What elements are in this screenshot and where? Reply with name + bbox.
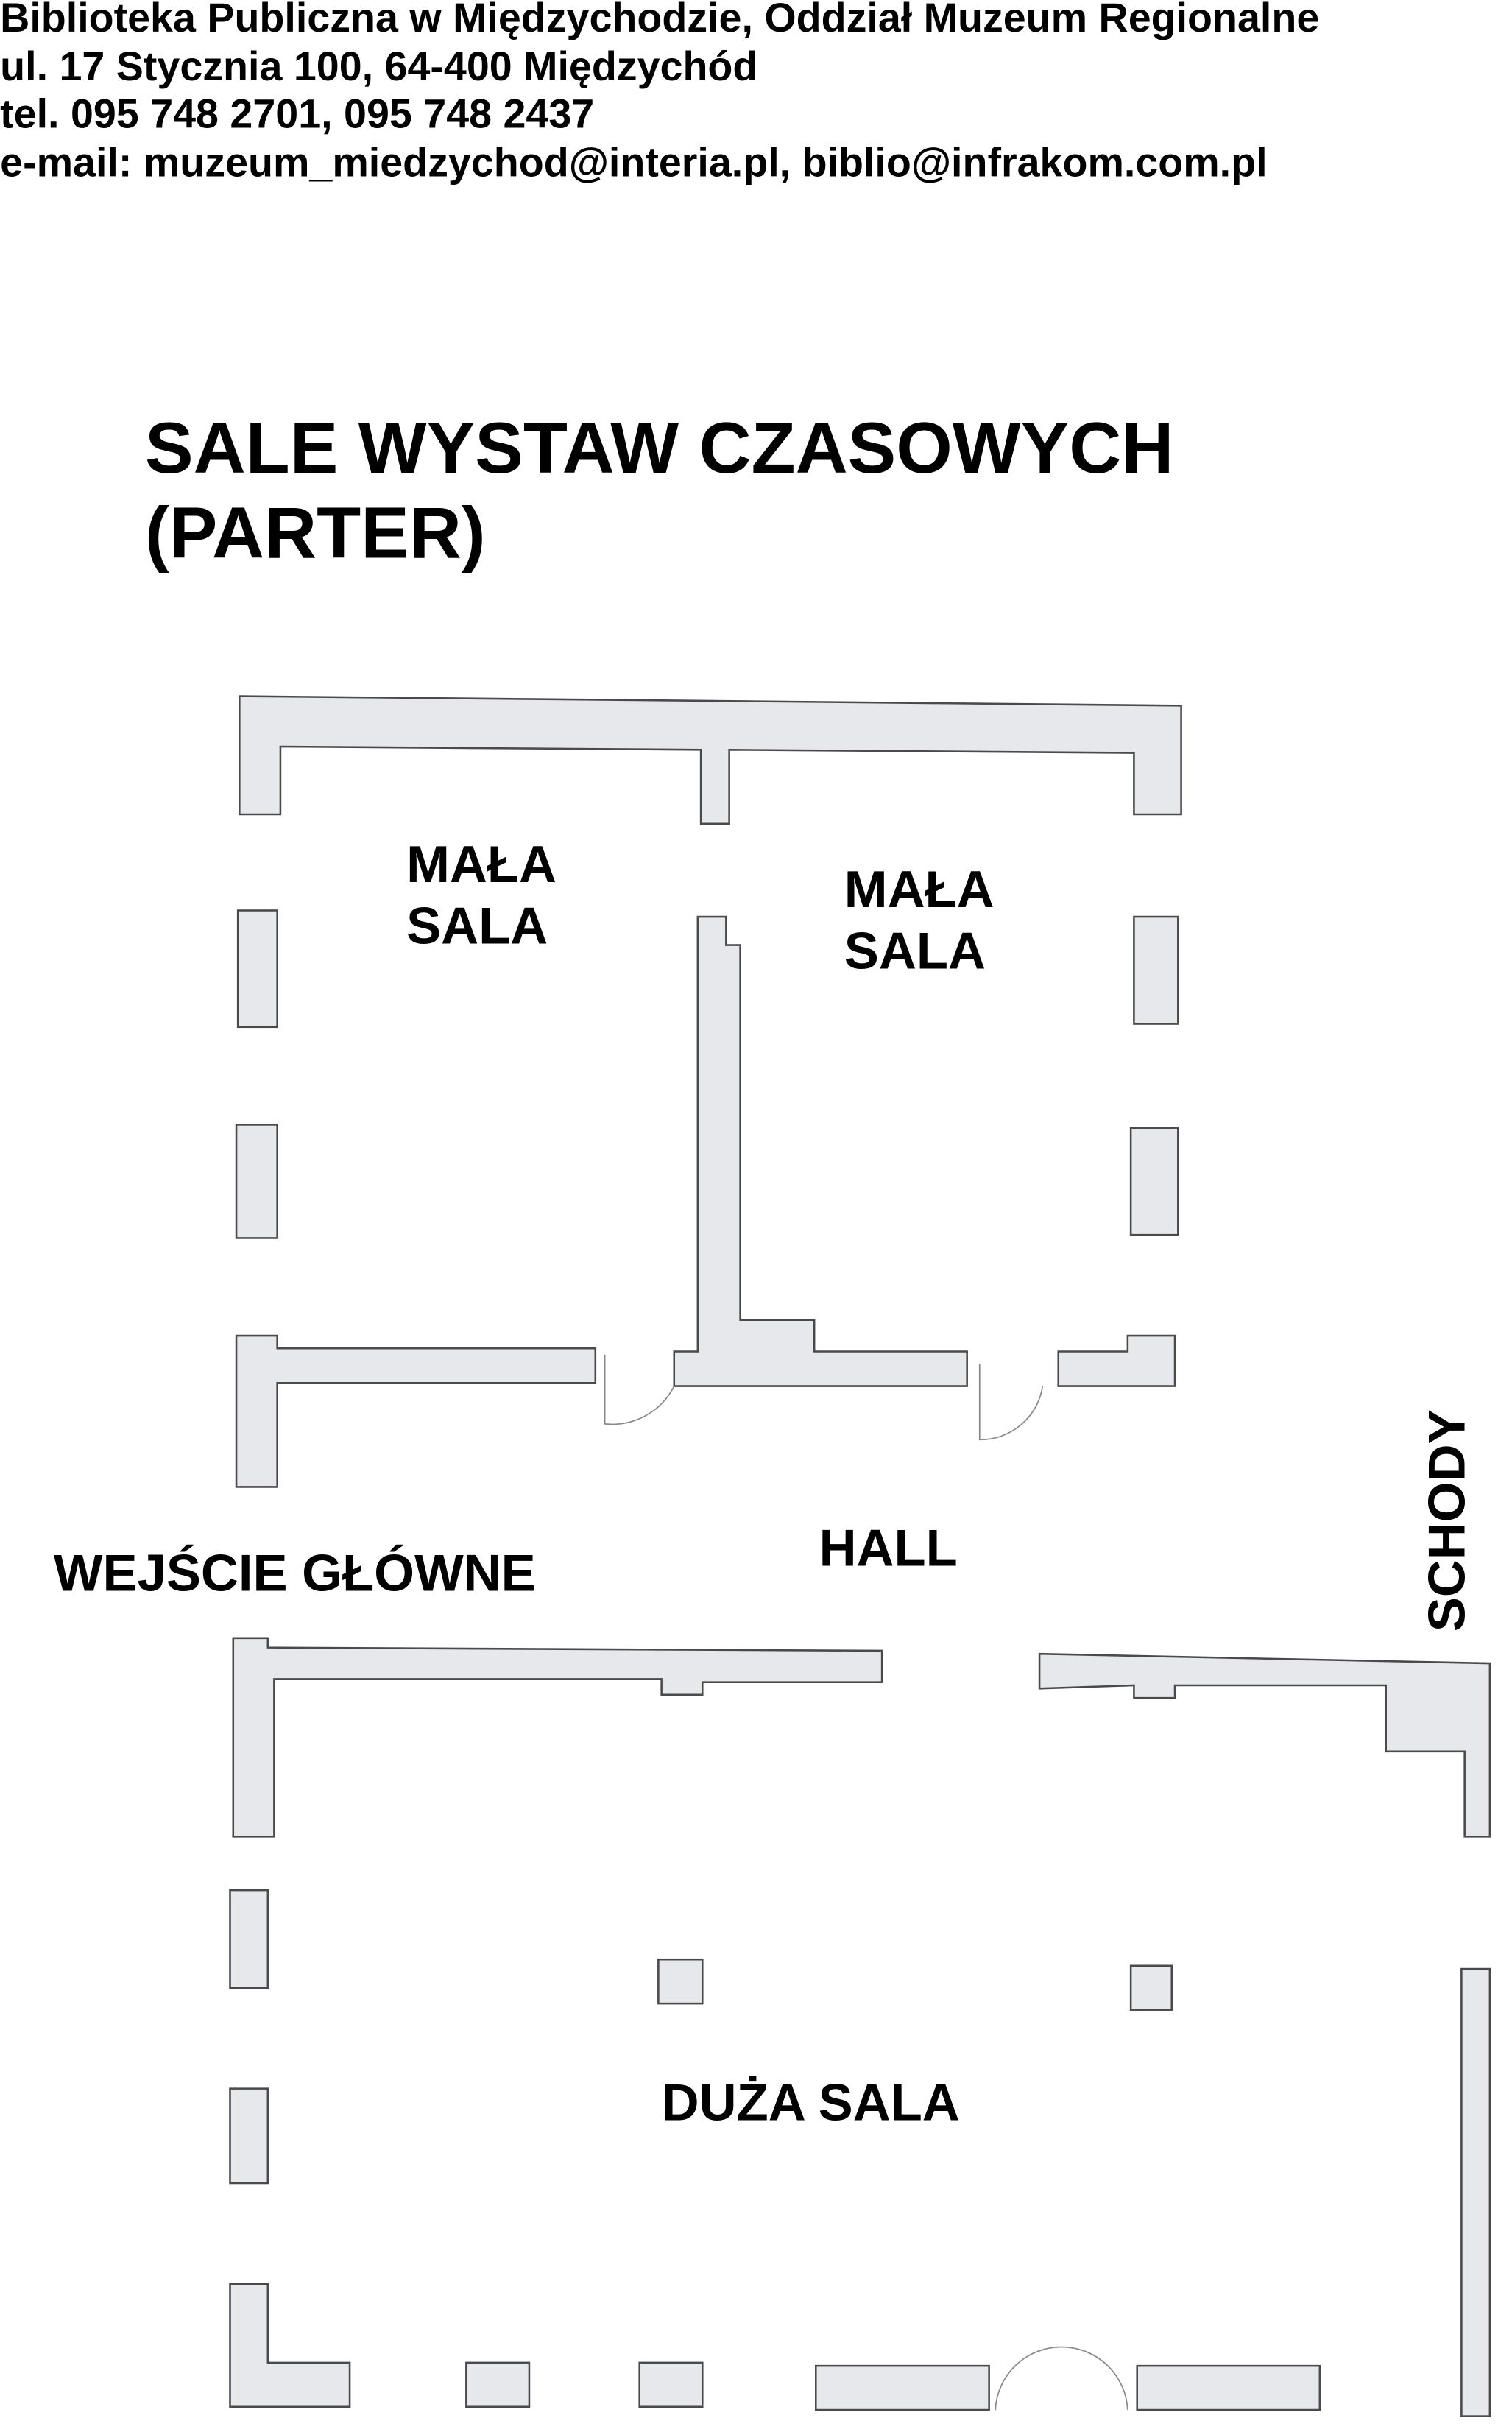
wall-large-right xyxy=(1460,1967,1491,2417)
room-label-small-right-1: MAŁA xyxy=(844,860,995,918)
room-label-small-right-2: SALA xyxy=(844,922,986,980)
wall-left-pier-1 xyxy=(236,909,278,1029)
room-label-entrance: WEJŚCIE GŁÓWNE xyxy=(54,1544,536,1602)
pillar-left xyxy=(657,1958,704,2005)
room-label-stairs: SCHODY xyxy=(1418,1409,1476,1632)
wall-bottom-pier-1 xyxy=(465,2361,531,2408)
wall-bottom-pier-2 xyxy=(638,2361,704,2408)
door-left-room xyxy=(604,1354,675,1425)
wall-right-pier-2 xyxy=(1129,1127,1179,1236)
door-right-room xyxy=(978,1364,1044,1441)
wall-right-pier-1 xyxy=(1133,915,1179,1025)
page-title: SALE WYSTAW CZASOWYCH xyxy=(145,407,1173,488)
wall-large-top-left xyxy=(232,1637,883,1838)
floor-plan: MAŁA SALA MAŁA SALA WEJŚCIE GŁÓWNE HALL … xyxy=(54,695,1491,2417)
header-address: ul. 17 Stycznia 100, 64-400 Międzychód xyxy=(0,43,757,89)
room-label-small-left-1: MAŁA xyxy=(406,835,557,893)
header-institution: Biblioteka Publiczna w Międzychodzie, Od… xyxy=(0,0,1319,40)
wall-top xyxy=(239,695,1182,825)
wall-large-corner xyxy=(229,2283,351,2408)
room-label-small-left-2: SALA xyxy=(406,896,548,954)
room-label-large: DUŻA SALA xyxy=(662,2073,960,2131)
door-bottom xyxy=(995,2346,1128,2411)
pillar-right xyxy=(1129,1964,1173,2011)
wall-right-lower xyxy=(1057,1334,1176,1387)
header-phone: tel. 095 748 2701, 095 748 2437 xyxy=(0,91,594,136)
wall-large-left-pier-1 xyxy=(229,1889,269,1989)
wall-bottom-pier-4 xyxy=(1136,2364,1321,2411)
header-contact: Biblioteka Publiczna w Międzychodzie, Od… xyxy=(0,0,1319,186)
wall-left-pier-2 xyxy=(235,1124,278,1239)
header-email: e-mail: muzeum_miedzychod@interia.pl, bi… xyxy=(0,140,1267,186)
wall-left-lower xyxy=(235,1334,597,1488)
wall-large-top-right xyxy=(1038,1652,1491,1838)
room-label-hall: HALL xyxy=(819,1518,958,1576)
wall-partition xyxy=(673,915,968,1387)
wall-bottom-pier-3 xyxy=(815,2364,990,2411)
page-subtitle: (PARTER) xyxy=(145,492,486,573)
wall-large-left-pier-2 xyxy=(229,2087,269,2185)
